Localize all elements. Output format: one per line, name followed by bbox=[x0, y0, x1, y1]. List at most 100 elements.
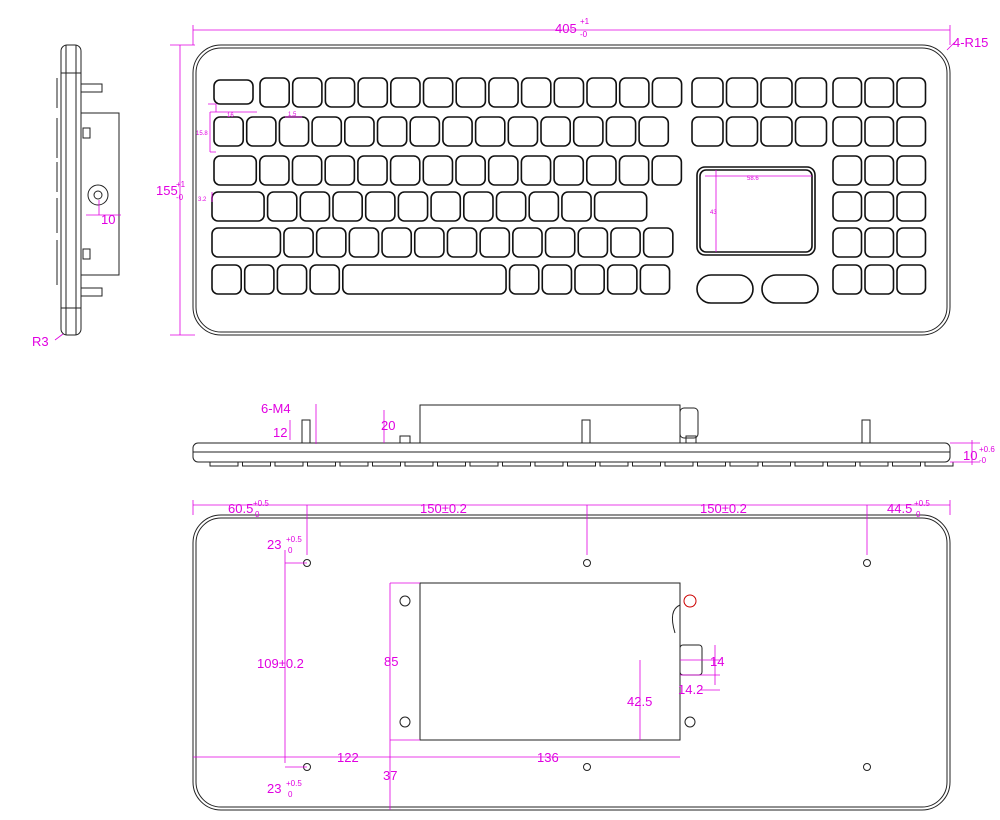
svg-text:16: 16 bbox=[227, 113, 234, 119]
key bbox=[213, 116, 245, 147]
key bbox=[832, 264, 863, 295]
key bbox=[832, 116, 863, 147]
key bbox=[618, 77, 650, 108]
key bbox=[512, 227, 543, 258]
top-view bbox=[192, 44, 951, 336]
svg-text:15.8: 15.8 bbox=[196, 131, 208, 137]
key bbox=[276, 264, 308, 295]
key bbox=[574, 264, 605, 295]
key bbox=[605, 116, 637, 147]
key bbox=[618, 155, 650, 186]
svg-text:12: 12 bbox=[273, 425, 287, 440]
key bbox=[243, 264, 275, 295]
key bbox=[442, 116, 473, 147]
key bbox=[553, 77, 585, 108]
key bbox=[577, 227, 609, 258]
key bbox=[725, 77, 759, 108]
key bbox=[864, 227, 895, 258]
svg-text:122: 122 bbox=[337, 750, 359, 765]
svg-text:-0: -0 bbox=[580, 30, 588, 39]
key bbox=[211, 264, 243, 295]
key bbox=[211, 227, 282, 258]
key bbox=[413, 227, 445, 258]
side-view bbox=[56, 44, 120, 336]
key bbox=[507, 116, 539, 147]
svg-text:20: 20 bbox=[381, 418, 395, 433]
key bbox=[651, 77, 683, 108]
svg-text:+0.5: +0.5 bbox=[286, 779, 302, 788]
svg-text:37: 37 bbox=[383, 768, 397, 783]
svg-text:0: 0 bbox=[288, 546, 293, 555]
key bbox=[760, 116, 793, 147]
key bbox=[896, 116, 927, 147]
touchpad-right-button bbox=[761, 274, 819, 304]
key bbox=[691, 77, 724, 108]
svg-text:43: 43 bbox=[710, 210, 717, 216]
svg-text:14: 14 bbox=[710, 654, 724, 669]
bottom-view bbox=[192, 514, 951, 811]
svg-text:44.5: 44.5 bbox=[887, 501, 912, 516]
key bbox=[651, 155, 683, 186]
key bbox=[381, 227, 413, 258]
key bbox=[864, 191, 895, 222]
key bbox=[639, 264, 671, 295]
key bbox=[474, 116, 506, 147]
touchpad-inner bbox=[699, 169, 813, 253]
key bbox=[324, 155, 356, 186]
key bbox=[896, 155, 927, 186]
key bbox=[364, 191, 396, 222]
key bbox=[544, 227, 576, 258]
key bbox=[593, 191, 648, 222]
key bbox=[341, 264, 507, 295]
key bbox=[610, 227, 641, 258]
key bbox=[606, 264, 638, 295]
key bbox=[343, 116, 375, 147]
dimensions: 405 +1-0 4-R15 155 +1-0 16 1.5 15.8 3.2 … bbox=[32, 17, 995, 810]
key bbox=[357, 155, 388, 186]
dim-width: 405 bbox=[555, 21, 577, 36]
key bbox=[315, 227, 347, 258]
svg-text:10: 10 bbox=[101, 212, 115, 227]
dim-corner-radius: 4-R15 bbox=[953, 35, 988, 50]
key bbox=[389, 77, 421, 108]
svg-text:+0.5: +0.5 bbox=[286, 535, 302, 544]
key bbox=[760, 77, 793, 108]
key bbox=[864, 155, 895, 186]
svg-text:+1: +1 bbox=[580, 17, 590, 26]
key bbox=[213, 155, 258, 186]
svg-text:10: 10 bbox=[963, 448, 977, 463]
key bbox=[455, 155, 486, 186]
key bbox=[495, 191, 527, 222]
key bbox=[258, 155, 290, 186]
key bbox=[541, 264, 573, 295]
key bbox=[691, 116, 724, 147]
key bbox=[642, 227, 674, 258]
key bbox=[309, 264, 341, 295]
svg-text:6-M4: 6-M4 bbox=[261, 401, 291, 416]
key bbox=[586, 77, 618, 108]
key bbox=[259, 77, 291, 108]
svg-text:1.5: 1.5 bbox=[288, 112, 297, 118]
svg-text:58.6: 58.6 bbox=[747, 176, 759, 182]
key bbox=[409, 116, 441, 147]
key bbox=[572, 116, 604, 147]
key bbox=[278, 116, 310, 147]
svg-text:23: 23 bbox=[267, 537, 281, 552]
key bbox=[422, 155, 454, 186]
key bbox=[896, 264, 927, 295]
svg-text:109±0.2: 109±0.2 bbox=[257, 656, 304, 671]
svg-text:85: 85 bbox=[384, 654, 398, 669]
key bbox=[725, 116, 759, 147]
key bbox=[832, 227, 863, 258]
key bbox=[528, 191, 560, 222]
key bbox=[389, 155, 421, 186]
key bbox=[332, 191, 363, 222]
key bbox=[520, 77, 552, 108]
svg-text:0: 0 bbox=[255, 510, 260, 519]
key bbox=[422, 77, 454, 108]
svg-text:+0.6: +0.6 bbox=[979, 445, 995, 454]
key bbox=[299, 191, 331, 222]
svg-text:136: 136 bbox=[537, 750, 559, 765]
top-panel-outline bbox=[192, 44, 951, 336]
